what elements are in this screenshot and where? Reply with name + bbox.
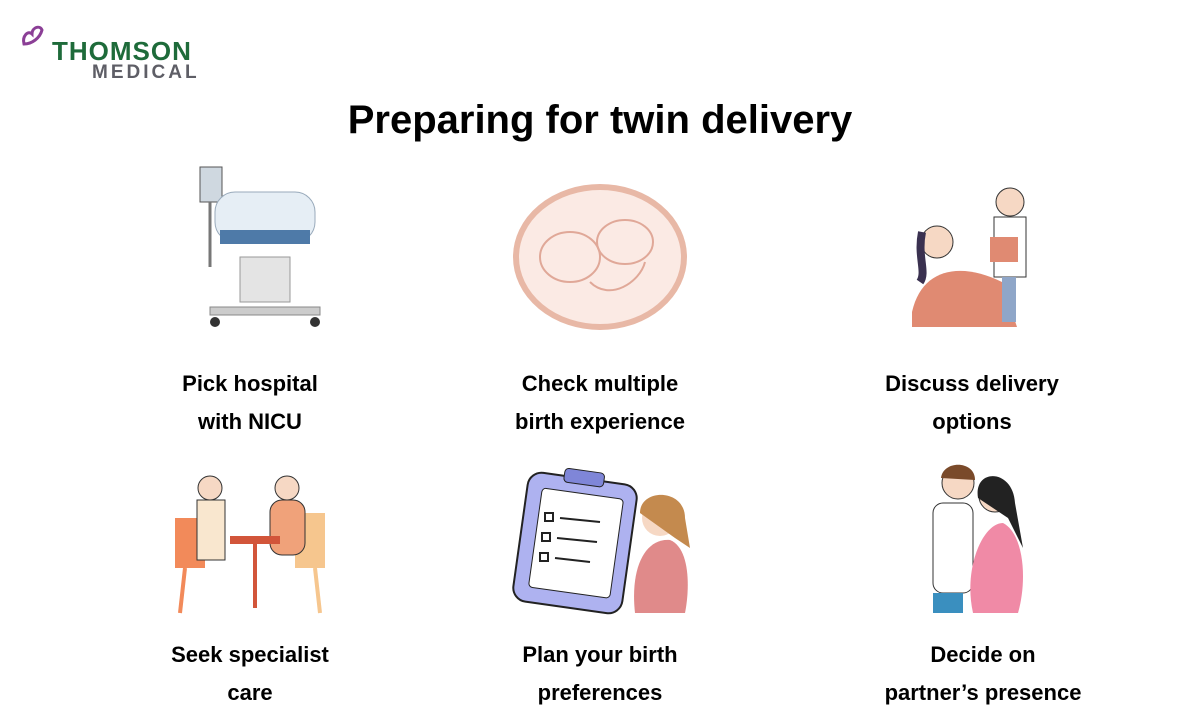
doctor-consultation-icon — [912, 187, 1027, 327]
page-title: Preparing for twin delivery — [347, 98, 853, 142]
item-check-experience: Check multiple birth experience — [450, 162, 750, 441]
couple-icon — [932, 464, 1023, 613]
brand-name-line2: MEDICAL — [92, 62, 200, 83]
item-label-line1: Seek specialist — [171, 642, 329, 667]
butterfly-heart-icon — [22, 25, 44, 46]
thomson-medical-logo: THOMSON MEDICAL — [20, 22, 220, 83]
item-partner-presence: Decide on partner’s presence — [833, 458, 1133, 712]
item-seek-specialist: Seek specialist care — [100, 458, 400, 712]
item-label-line2: care — [227, 680, 273, 705]
incubator-icon — [199, 166, 321, 327]
item-label-line1: Check multiple — [521, 371, 679, 396]
item-label-line2: options — [932, 409, 1012, 434]
item-pick-hospital: Pick hospital with NICU — [100, 162, 400, 441]
brand-name-line1: THOMSON — [52, 36, 192, 66]
item-label-line2: birth experience — [515, 409, 685, 434]
item-label-line2: preferences — [537, 680, 663, 705]
item-discuss-options: Discuss delivery options — [822, 162, 1122, 441]
item-label-line1: Plan your birth — [522, 642, 678, 667]
item-label-line1: Pick hospital — [182, 371, 318, 396]
twins-womb-icon — [513, 184, 687, 330]
item-label-line2: partner’s presence — [884, 680, 1082, 705]
item-label-line2: with NICU — [198, 409, 302, 434]
item-label-line1: Decide on — [930, 642, 1036, 667]
item-label-line1: Discuss delivery — [885, 371, 1059, 396]
clipboard-checklist-icon — [512, 467, 690, 615]
blood-pressure-check-icon — [175, 475, 325, 614]
item-plan-preferences: Plan your birth preferences — [450, 458, 750, 712]
